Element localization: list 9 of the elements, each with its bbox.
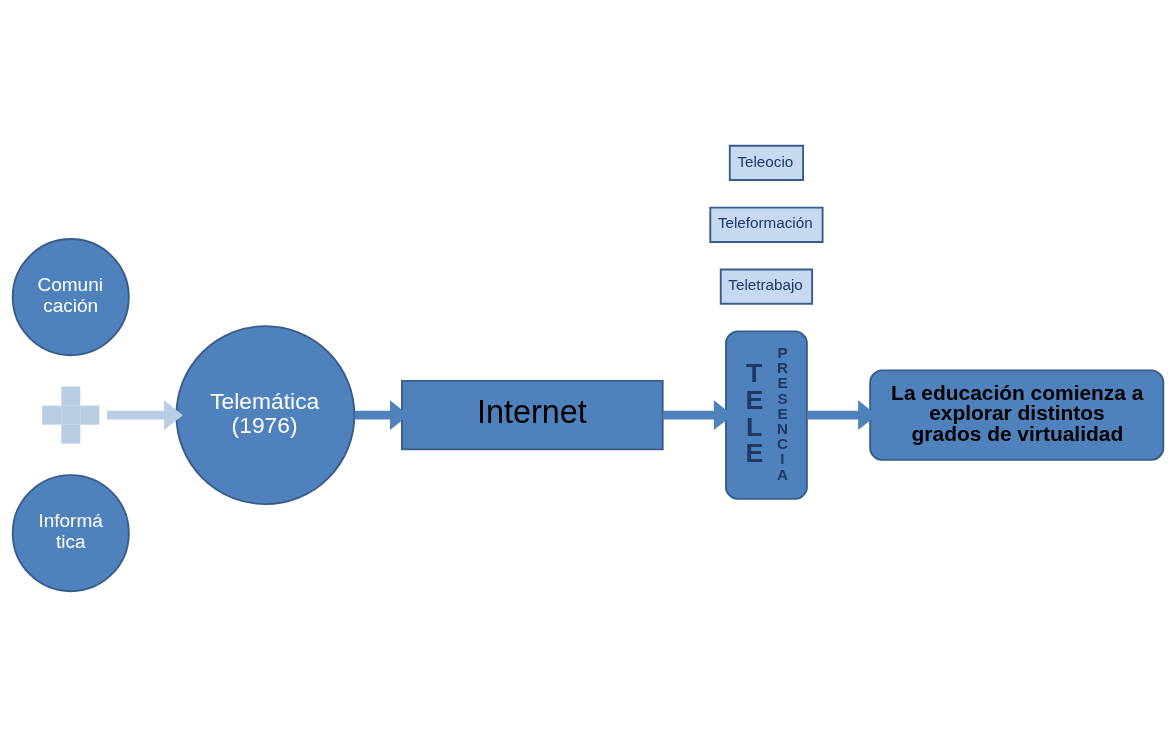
node-box: Internet — [401, 379, 664, 450]
arrow — [107, 399, 183, 430]
node-circle: Telemática (1976) — [175, 324, 356, 505]
node-box: Teletrabajo — [719, 268, 814, 305]
node-circle: Comuni cación — [11, 237, 130, 356]
node-box: La educación comienza a explorar distintos grados de virtualidad — [869, 368, 1165, 461]
node-box: Teleformación — [709, 206, 824, 243]
node-circle: Informá tica — [11, 473, 130, 592]
node-box: Teleocio — [728, 144, 805, 181]
